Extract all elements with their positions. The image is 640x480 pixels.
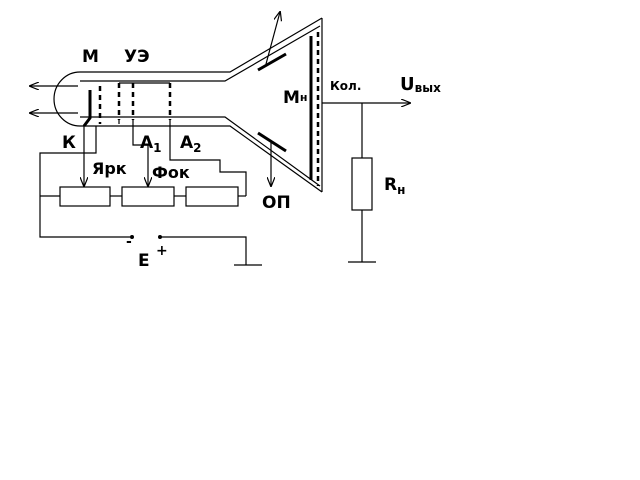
tube-envelope	[53, 17, 323, 193]
target-screen	[309, 32, 320, 186]
label-op: ОП	[262, 193, 291, 213]
output-circuit	[322, 103, 410, 263]
label-e: Е	[138, 251, 150, 271]
label-uvyx: Uвых	[400, 74, 441, 95]
deflection-plates	[257, 12, 287, 186]
label-mn: Мн	[283, 88, 308, 108]
label-minus: -	[126, 234, 132, 250]
label-ue: УЭ	[124, 47, 150, 67]
voltage-divider	[39, 120, 262, 266]
resistor-1	[59, 186, 111, 207]
label-rn: Rн	[384, 175, 405, 197]
input-arrows	[30, 86, 78, 113]
label-plus: +	[156, 243, 168, 259]
resistor-3	[185, 186, 239, 207]
label-a1: А1	[140, 133, 162, 155]
label-kol: Кол.	[330, 79, 361, 93]
label-yark: Ярк	[92, 159, 127, 178]
control-electrodes	[117, 82, 172, 124]
resistor-2	[121, 186, 175, 207]
label-m: М	[82, 47, 99, 67]
labels: М УЭ К А1 А2 Ярк Фок - + Е Мн ОП Кол. Uв…	[62, 47, 441, 271]
label-fok: Фок	[152, 163, 190, 182]
load-resistor	[351, 157, 373, 211]
label-k: К	[62, 133, 76, 153]
cathode	[82, 86, 102, 127]
label-a2: А2	[180, 133, 202, 155]
